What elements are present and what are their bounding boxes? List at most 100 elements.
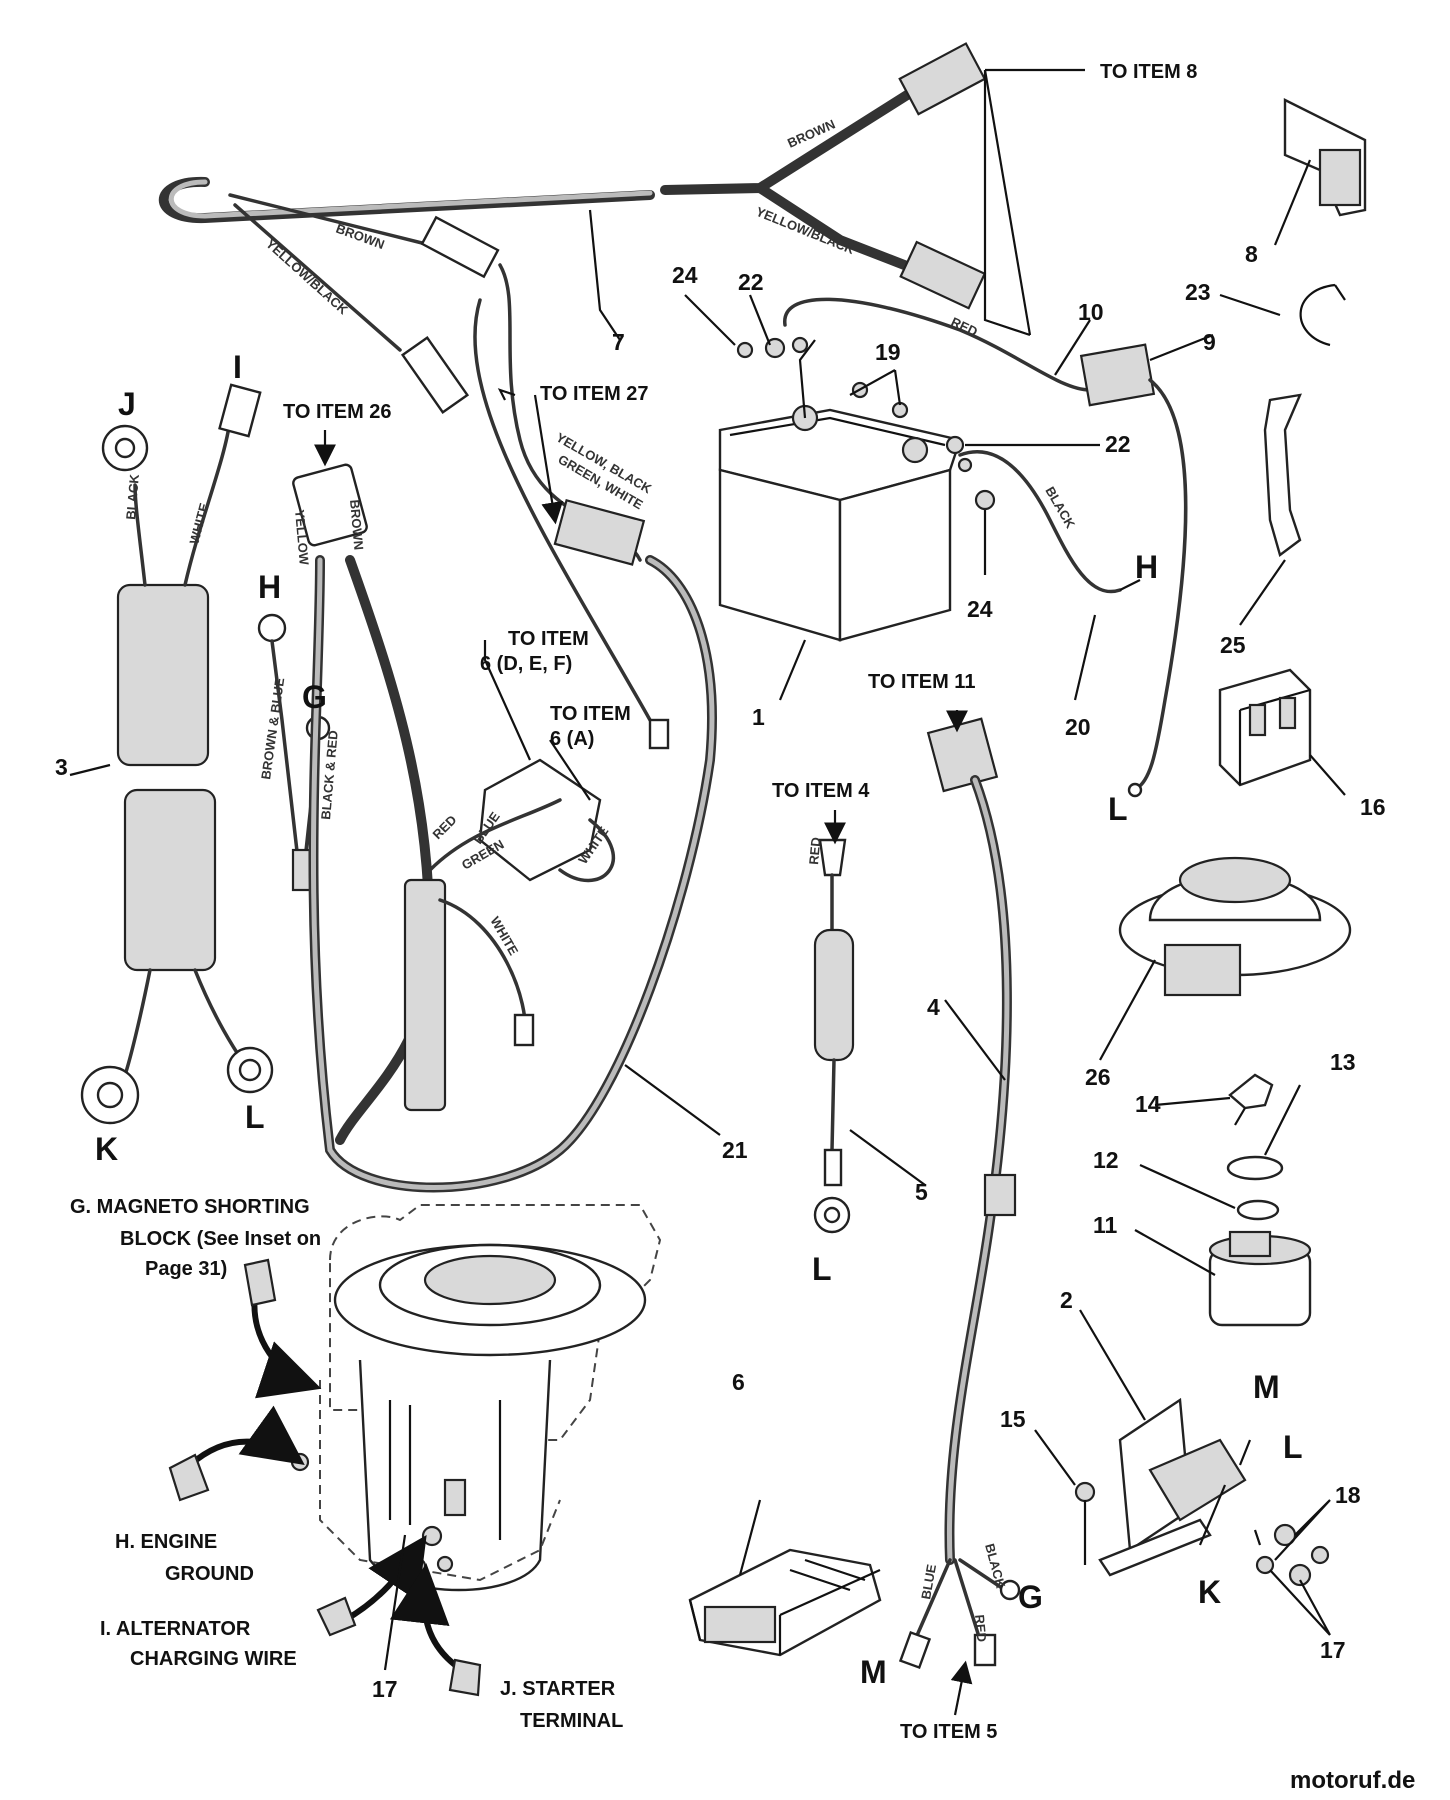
item-number: 1: [752, 704, 765, 730]
watermark: motoruf.de: [1290, 1767, 1415, 1794]
item-6-connector: [688, 1548, 882, 1657]
item-number: 2: [1060, 1287, 1073, 1313]
leader-lines: [69, 68, 1346, 1716]
item-23-clip: [1299, 283, 1346, 347]
item-number: 11: [1093, 1212, 1118, 1238]
item-number: 13: [1330, 1049, 1356, 1075]
item-9-10-red-wire: [783, 297, 1188, 798]
letter-k-right: K: [1198, 1574, 1221, 1610]
item-number: 17: [372, 1676, 398, 1702]
callout-to-item-6def-1: TO ITEM: [508, 628, 589, 650]
wire-black-red: BLACK & RED: [318, 730, 341, 821]
letter-l-red: L: [1108, 791, 1128, 827]
item-number: 20: [1065, 714, 1091, 740]
letter-l-fuse: L: [812, 1251, 832, 1287]
engine-labels: G. MAGNETO SHORTING BLOCK (See Inset on …: [70, 1196, 623, 1732]
item-number: 5: [915, 1179, 928, 1205]
item-number: 6: [732, 1369, 745, 1395]
item-number: 3: [55, 754, 68, 780]
item-number: 4: [927, 994, 940, 1020]
wire-black-battery: BLACK: [1042, 484, 1078, 531]
harness-21: [292, 463, 717, 1193]
item-number: 16: [1360, 794, 1386, 820]
callout-to-item-8: TO ITEM 8: [1100, 61, 1197, 83]
label-j-line2: TERMINAL: [520, 1710, 623, 1732]
letter-j: J: [118, 386, 136, 422]
callout-to-item-6a-2: 6 (A): [550, 728, 594, 750]
wire-blue-4: BLUE: [918, 1563, 939, 1601]
item-number: 22: [1105, 431, 1131, 457]
harness-7: [158, 42, 987, 722]
callout-to-item-4: TO ITEM 4: [772, 780, 870, 802]
item-number: 7: [612, 329, 625, 355]
letter-h-left: H: [258, 569, 281, 605]
letter-l-left: L: [245, 1099, 265, 1135]
letter-h-battery: H: [1135, 549, 1158, 585]
wire-white-3: WHITE: [186, 501, 211, 546]
label-h-line1: H. ENGINE: [115, 1531, 217, 1553]
item-number: 8: [1245, 241, 1258, 267]
item-number: 15: [1000, 1406, 1026, 1432]
wire-brown-left: BROWN: [334, 221, 387, 252]
item-4-cable: [898, 717, 1021, 1670]
wire-red-21: RED: [430, 812, 460, 842]
wire-red-4: RED: [972, 1614, 989, 1643]
item-number: 10: [1078, 299, 1104, 325]
ignition-parts: [1208, 1073, 1312, 1327]
callout-to-item-6def-2: 6 (D, E, F): [480, 653, 572, 675]
item-number: 24: [672, 262, 698, 288]
label-g-line2: BLOCK (See Inset on: [120, 1228, 321, 1250]
wire-black-4: BLACK: [982, 1542, 1008, 1590]
item-numbers: 1 2 3 4 5 6 7 8 9 10 11 12 13 14 15 16 1…: [55, 241, 1386, 1702]
letter-l-right: L: [1283, 1429, 1303, 1465]
callouts: TO ITEM 8 TO ITEM 26 TO ITEM 27 TO ITEM …: [283, 61, 1197, 1743]
engine-arrows: [168, 1258, 482, 1697]
callout-to-item-5: TO ITEM 5: [900, 1721, 997, 1743]
item-1-battery: [718, 339, 962, 642]
wire-brown-26: BROWN: [347, 499, 366, 551]
callout-to-item-6a-1: TO ITEM: [550, 703, 631, 725]
callout-to-item-26: TO ITEM 26: [283, 401, 392, 423]
item-number: 14: [1135, 1091, 1161, 1117]
terminal-letters: I J H G K L H L L M L K G M: [95, 349, 1303, 1690]
item-number: 26: [1085, 1064, 1111, 1090]
item-number: 17: [1320, 1637, 1346, 1663]
wire-red-5: RED: [806, 837, 823, 866]
label-g-line1: G. MAGNETO SHORTING: [70, 1196, 310, 1218]
item-number: 9: [1203, 329, 1216, 355]
battery-hardware: [736, 336, 1141, 594]
wire-black-3: BLACK: [123, 473, 142, 520]
item-number: 12: [1093, 1147, 1119, 1173]
label-g-line3: Page 31): [145, 1258, 227, 1280]
item-number: 23: [1185, 279, 1211, 305]
item-number: 22: [738, 269, 764, 295]
letter-g-left: G: [302, 679, 327, 715]
letter-m-bottom: M: [860, 1654, 887, 1690]
wire-white-21b: WHITE: [487, 914, 521, 958]
letter-m-right: M: [1253, 1369, 1280, 1405]
engine: [290, 1204, 662, 1592]
letter-i: I: [233, 349, 242, 385]
item-5-fuse-holder: [813, 838, 855, 1234]
item-3-harness: [80, 383, 274, 1125]
label-h-line2: GROUND: [165, 1563, 254, 1585]
callout-to-item-27: TO ITEM 27: [540, 383, 649, 405]
item-8-bracket: [1283, 98, 1367, 217]
item-number: 25: [1220, 632, 1246, 658]
callout-to-item-11: TO ITEM 11: [868, 671, 975, 693]
item-25-bracket: [1263, 393, 1302, 558]
item-16-relay: [1218, 668, 1312, 787]
item-number: 18: [1335, 1482, 1361, 1508]
wire-red-battery: RED: [949, 314, 980, 339]
label-i-line2: CHARGING WIRE: [130, 1648, 297, 1670]
item-2-bracket: [1074, 1397, 1330, 1587]
wire-yellow-black-left: YELLOW/BLACK: [263, 236, 351, 318]
wire-yellow-26: YELLOW: [292, 509, 312, 566]
item-number: 19: [875, 339, 901, 365]
label-i-line1: I. ALTERNATOR: [100, 1618, 251, 1640]
item-26-switch: [1118, 856, 1352, 997]
item-number: 24: [967, 596, 993, 622]
letter-g-bottom: G: [1018, 1579, 1043, 1615]
letter-k-left: K: [95, 1131, 118, 1167]
